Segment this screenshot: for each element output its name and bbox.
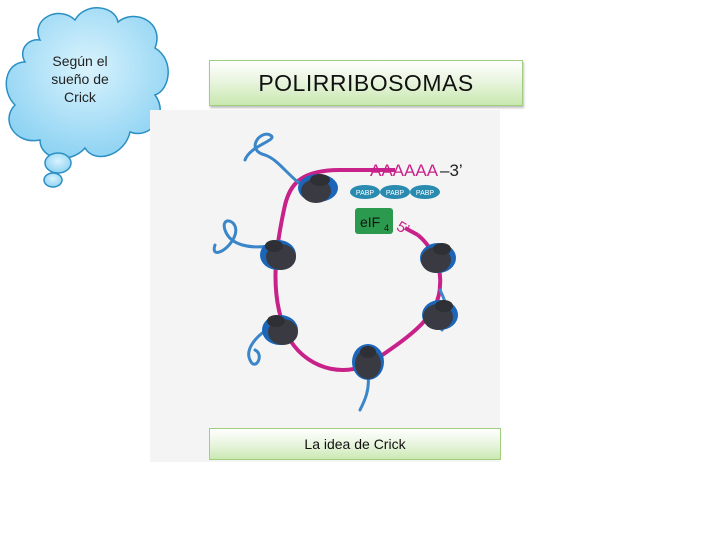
thought-cloud-shape (5, 7, 169, 188)
ribosome (422, 300, 458, 330)
polyribosome-diagram: PABP PABP PABP AAAAAA –3’ eIF 4 5 (150, 110, 500, 462)
thought-bubble-text: Según el sueño de Crick (30, 52, 130, 106)
pabp: PABP (410, 185, 440, 199)
ribosome (420, 243, 456, 273)
peptide-chain (243, 132, 312, 192)
caption: La idea de Crick (304, 436, 406, 452)
ribosome (352, 344, 384, 380)
slide-title: POLIRRIBOSOMAS (258, 69, 474, 96)
pabp-label: PABP (386, 190, 404, 197)
eif4-subscript: 4 (384, 223, 389, 233)
mrna-strand (273, 168, 443, 373)
pabp: PABP (380, 185, 410, 199)
ribosome (298, 174, 338, 203)
ribosome (262, 315, 298, 345)
pabp-label: PABP (416, 190, 434, 197)
thought-line: sueño de (51, 71, 109, 87)
pabp-label: PABP (356, 190, 374, 197)
poly-a-tail: AAAAAA (370, 161, 439, 180)
eif4-box (355, 208, 393, 234)
mrna-tail (404, 226, 419, 237)
ribosome (260, 240, 296, 270)
ribosomes (260, 174, 458, 380)
pabp-proteins: PABP PABP PABP (350, 185, 440, 199)
title-box: POLIRRIBOSOMAS (209, 60, 523, 106)
thought-line: Crick (64, 89, 96, 105)
polyribosome-illustration: PABP PABP PABP AAAAAA –3’ eIF 4 5 (212, 132, 463, 412)
thought-line: Según el (52, 53, 108, 69)
peptide-chains (212, 132, 449, 412)
caption-box: La idea de Crick (209, 428, 501, 460)
five-prime-label: 5’ (394, 218, 413, 239)
eif4-factor: eIF 4 (355, 208, 393, 234)
three-prime-label: –3’ (440, 161, 463, 180)
pabp: PABP (350, 185, 380, 199)
eif4-label: eIF (360, 214, 380, 230)
peptide-chain (212, 219, 277, 254)
peptide-chain (247, 323, 277, 366)
